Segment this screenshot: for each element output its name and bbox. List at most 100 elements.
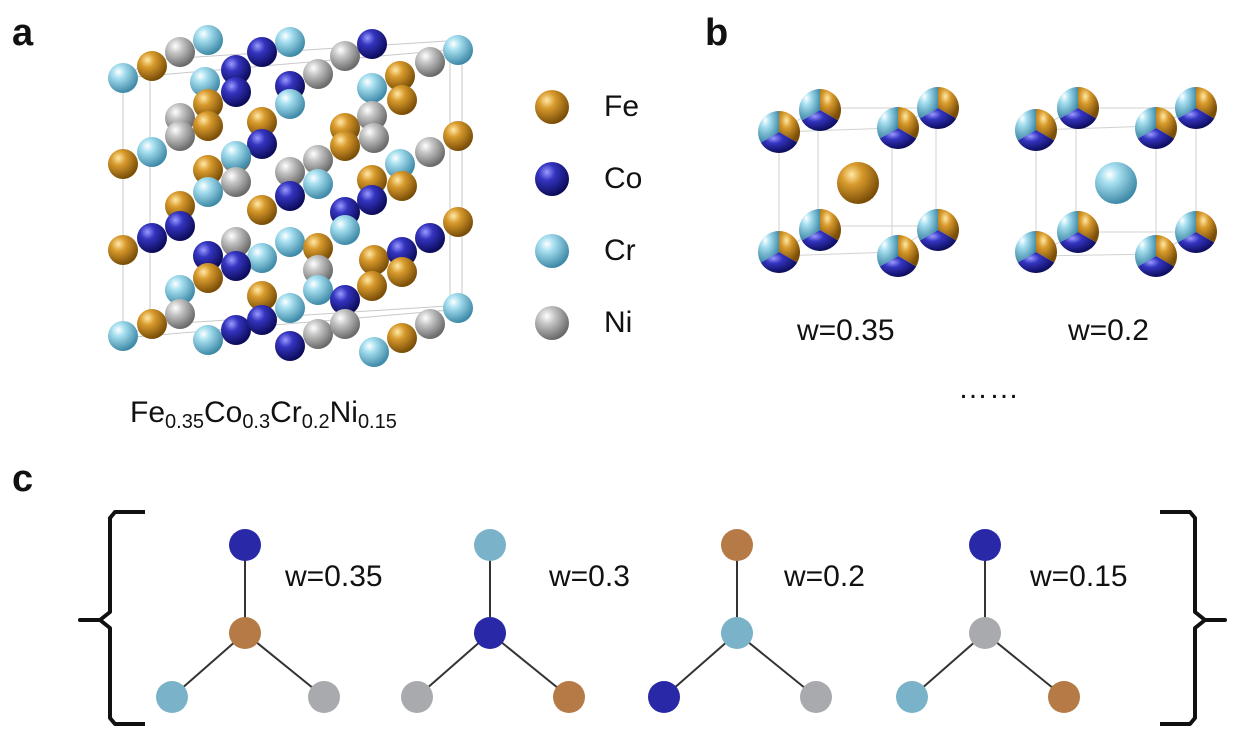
mixed-site-sector-fe [1196,211,1217,243]
lattice-atom-ni [165,121,195,151]
lattice-atom-cr [275,89,305,119]
graph-node-ni [308,681,340,713]
mixed-site-sector-fe [1156,235,1177,267]
graph-edge [663,632,738,698]
mixed-site-atom [1135,107,1177,150]
mixed-site-atom [758,231,801,274]
legend-sphere-cr [535,234,569,268]
graph-weight-1: w=0.35 [285,560,383,593]
lattice-atom-co [221,315,251,345]
lattice-atom-co [165,211,195,241]
local-environment-graphs [156,529,1080,713]
legend-sphere-co [535,162,569,196]
lattice-atom-cr [303,169,333,199]
lattice-atom-fe [330,131,360,161]
mixed-site-atom [1175,87,1217,129]
graph-node-cr [156,681,188,713]
lattice-atom-cr [193,325,223,355]
lattice-atom-ni [330,309,360,339]
lattice-atom-co [221,55,251,85]
mixed-site-sector-cr [877,107,898,139]
lattice-atom-cr [137,137,167,167]
mixed-site-sector-cr [917,87,938,119]
lattice-atom-cr [443,293,473,323]
graph-node-fe [553,681,585,713]
mixed-site-sector-cr [758,231,779,263]
mixed-site-sector-co [1177,232,1215,253]
lattice-atom-ni [165,37,195,67]
mixed-site-sector-co [801,110,839,131]
right-brace [1160,510,1227,726]
lattice-atom-ni [359,123,389,153]
lattice-atom-fe [443,121,473,151]
graph-edge [171,632,246,698]
graph-node-ni [800,681,832,713]
lattice-atom-fe [387,171,417,201]
mixed-site-sector-fe [938,87,959,119]
formula-el-fe: Fe [130,396,166,429]
lattice-atom-ni [165,299,195,329]
graph-weight-2: w=0.3 [549,560,630,593]
cell-weight-2: w=0.2 [1068,314,1149,347]
graph-edge [489,632,570,698]
lattice-atom-fe [193,155,223,185]
legend-sphere-fe [535,90,569,124]
lattice-atom-co [247,305,277,335]
lattice-atom-ni [415,47,445,77]
lattice-atom-cr [303,275,333,305]
mixed-site-sector-fe [898,235,919,267]
lattice-atom-ni [221,227,251,257]
lattice-atom-co [247,129,277,159]
panel-label-c: c [12,458,34,500]
mixed-site-sector-cr [1175,211,1196,243]
lattice-atom-fe [385,61,415,91]
lattice-atom-fe [303,233,333,263]
lattice-atom-fe [387,257,417,287]
mixed-site-atom [799,89,841,131]
mixed-site-atom [1057,211,1100,254]
lattice-atom-cr [443,35,473,65]
mixed-site-sector-fe [898,107,919,139]
lattice-atom-fe [193,111,223,141]
lattice-atom-ni [357,101,387,131]
mixed-site-sector-fe [1196,87,1217,119]
mixed-site-sector-fe [779,111,800,143]
lattice-atom-fe [137,51,167,81]
lattice-atom-cr [275,227,305,257]
mixed-site-sector-fe [1036,109,1057,141]
mixed-site-sector-fe [1036,231,1057,263]
lattice-atom-fe [193,263,223,293]
lattice-atom-ni [415,137,445,167]
body-center-atom-cr [1095,162,1137,204]
formula-sub-fe: 0.35 [165,411,204,433]
formula-sub-co: 0.3 [242,411,271,433]
lattice-atom-co [221,77,251,107]
lattice-atom-ni [275,157,305,187]
lattice-atom-co [357,29,387,59]
graph-edge [911,632,986,698]
mixed-site-sector-cr [799,89,820,121]
graph-node-co [648,681,680,713]
graph-3 [648,529,832,713]
lattice-atom-fe [108,235,138,265]
lattice-atom-cr [193,177,223,207]
mixed-site-sector-co [879,128,917,149]
formula-sub-ni: 0.15 [357,411,397,433]
lattice-atom-cr [221,141,251,171]
mixed-site-atom [799,209,841,251]
graph-4 [896,529,1080,713]
mixed-site-atom [877,107,919,149]
graph-node-ni [401,681,433,713]
lattice-atom-fe [137,309,167,339]
mixed-site-sector-cr [758,110,779,143]
lattice-atom-cr [193,25,223,55]
mixed-site-sector-cr [1175,87,1196,119]
mixed-site-atom [1057,87,1100,130]
mixed-site-sector-fe [938,209,959,241]
lattice-atom-cr [247,243,277,273]
graph-edge [244,632,325,698]
mixed-site-atom [917,87,959,129]
lattice-atom-fe [387,85,417,115]
mixed-site-sector-fe [779,231,801,263]
